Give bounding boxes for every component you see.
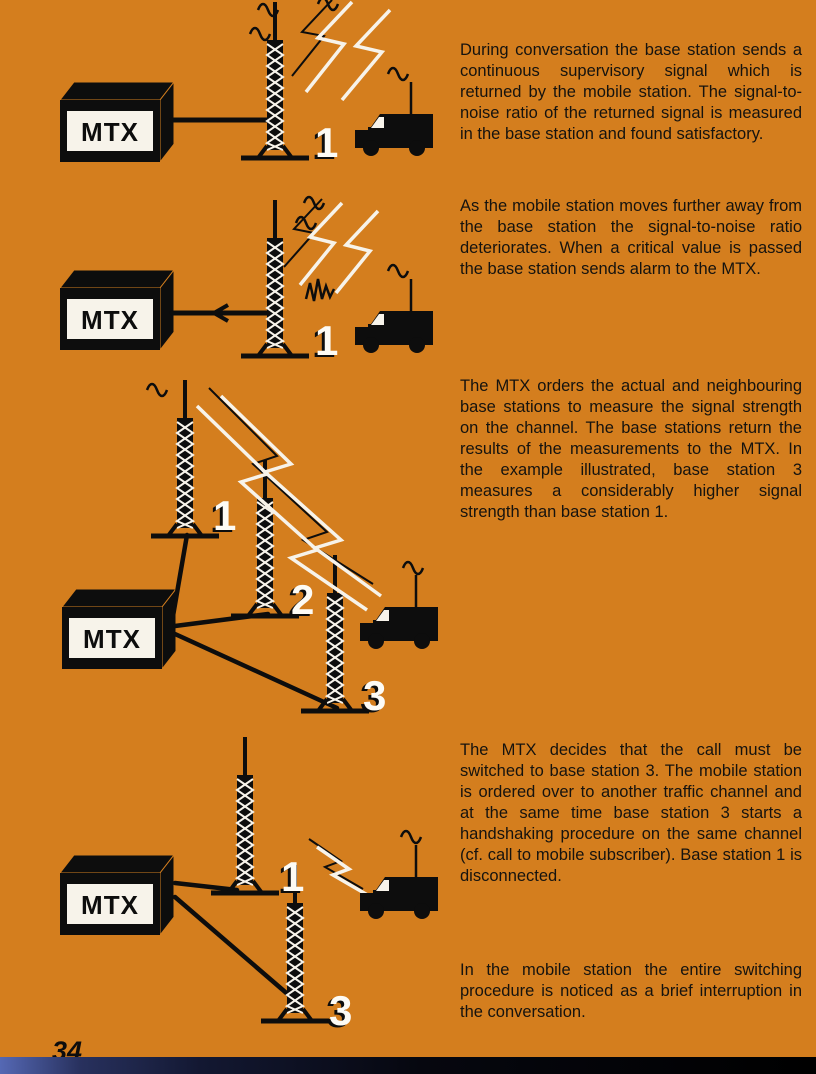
signal-zigzag-icon — [208, 387, 374, 585]
illustration-handover: MTX 1 1 3 3 — [59, 735, 440, 1036]
illustration-measurement: MTX 1 1 2 2 3 3 — [61, 378, 440, 721]
signal-zigzag-icon — [298, 201, 344, 287]
base-station-tower-icon — [211, 737, 279, 893]
tower-number-shadow: 1 — [312, 121, 335, 168]
tower-number-shadow: 1 — [210, 494, 233, 541]
radio-wave-icon — [401, 560, 425, 576]
tower-number-shadow: 3 — [360, 674, 383, 721]
mobile-station-truck-icon — [358, 843, 440, 921]
tower-number: 1 — [213, 492, 236, 539]
landline-link — [170, 532, 190, 619]
radio-wave-icon — [386, 66, 410, 82]
base-station-tower-icon — [151, 380, 219, 536]
noise-burst-icon — [304, 277, 336, 303]
signal-zigzag-icon — [219, 394, 383, 598]
alarm-arrow-icon — [209, 303, 229, 323]
mobile-station-truck-icon — [353, 277, 435, 355]
landline-link — [172, 631, 340, 711]
signal-zigzag-icon — [304, 0, 354, 94]
tower-number-shadow: 1 — [312, 319, 335, 366]
radio-wave-icon — [248, 26, 272, 42]
radio-wave-icon — [386, 263, 410, 279]
paragraph-interruption: In the mobile station the entire switchi… — [460, 961, 802, 1021]
mtx-label: MTX — [81, 890, 139, 920]
signal-zigzag-icon — [291, 0, 333, 77]
mobile-station-truck-icon — [358, 573, 440, 651]
signal-zigzag-icon — [316, 845, 372, 899]
tower-number-shadow: 3 — [326, 989, 349, 1036]
signal-zigzag-icon — [334, 209, 380, 295]
tower-number-shadow: 1 — [278, 855, 301, 902]
tower-number: 2 — [291, 576, 314, 623]
illustration-alarm: MTX 1 1 — [59, 195, 435, 366]
paragraph-handover: The MTX decides that the call must be sw… — [460, 741, 802, 885]
paragraph-alarm: As the mobile station moves further away… — [460, 197, 802, 278]
tower-number: 1 — [281, 853, 304, 900]
page-bottom-edge — [0, 1057, 816, 1074]
signal-zigzag-icon — [283, 198, 323, 268]
radio-wave-icon — [145, 382, 169, 398]
tower-number: 1 — [315, 119, 338, 166]
tower-number: 3 — [363, 672, 386, 719]
tower-number: 1 — [315, 317, 338, 364]
mtx-label: MTX — [83, 624, 141, 654]
landline-link — [172, 894, 294, 1000]
paragraph-supervisory: During conversation the base station sen… — [460, 41, 802, 143]
tower-number: 3 — [329, 987, 352, 1034]
illustration-supervisory-signal: MTX 1 1 — [59, 0, 435, 168]
mtx-label: MTX — [81, 117, 139, 147]
tower-number-shadow: 2 — [288, 578, 311, 625]
signal-zigzag-icon — [340, 8, 392, 102]
base-station-tower-icon — [241, 2, 309, 158]
signal-zigzag-icon — [308, 838, 364, 890]
landline-link — [172, 880, 240, 893]
mobile-station-truck-icon — [353, 80, 435, 158]
radio-wave-icon — [316, 0, 340, 12]
radio-wave-icon — [399, 829, 423, 845]
paragraph-measurement: The MTX orders the actual and neighbouri… — [460, 377, 802, 521]
mtx-label: MTX — [81, 305, 139, 335]
signal-zigzag-icon — [195, 404, 368, 612]
